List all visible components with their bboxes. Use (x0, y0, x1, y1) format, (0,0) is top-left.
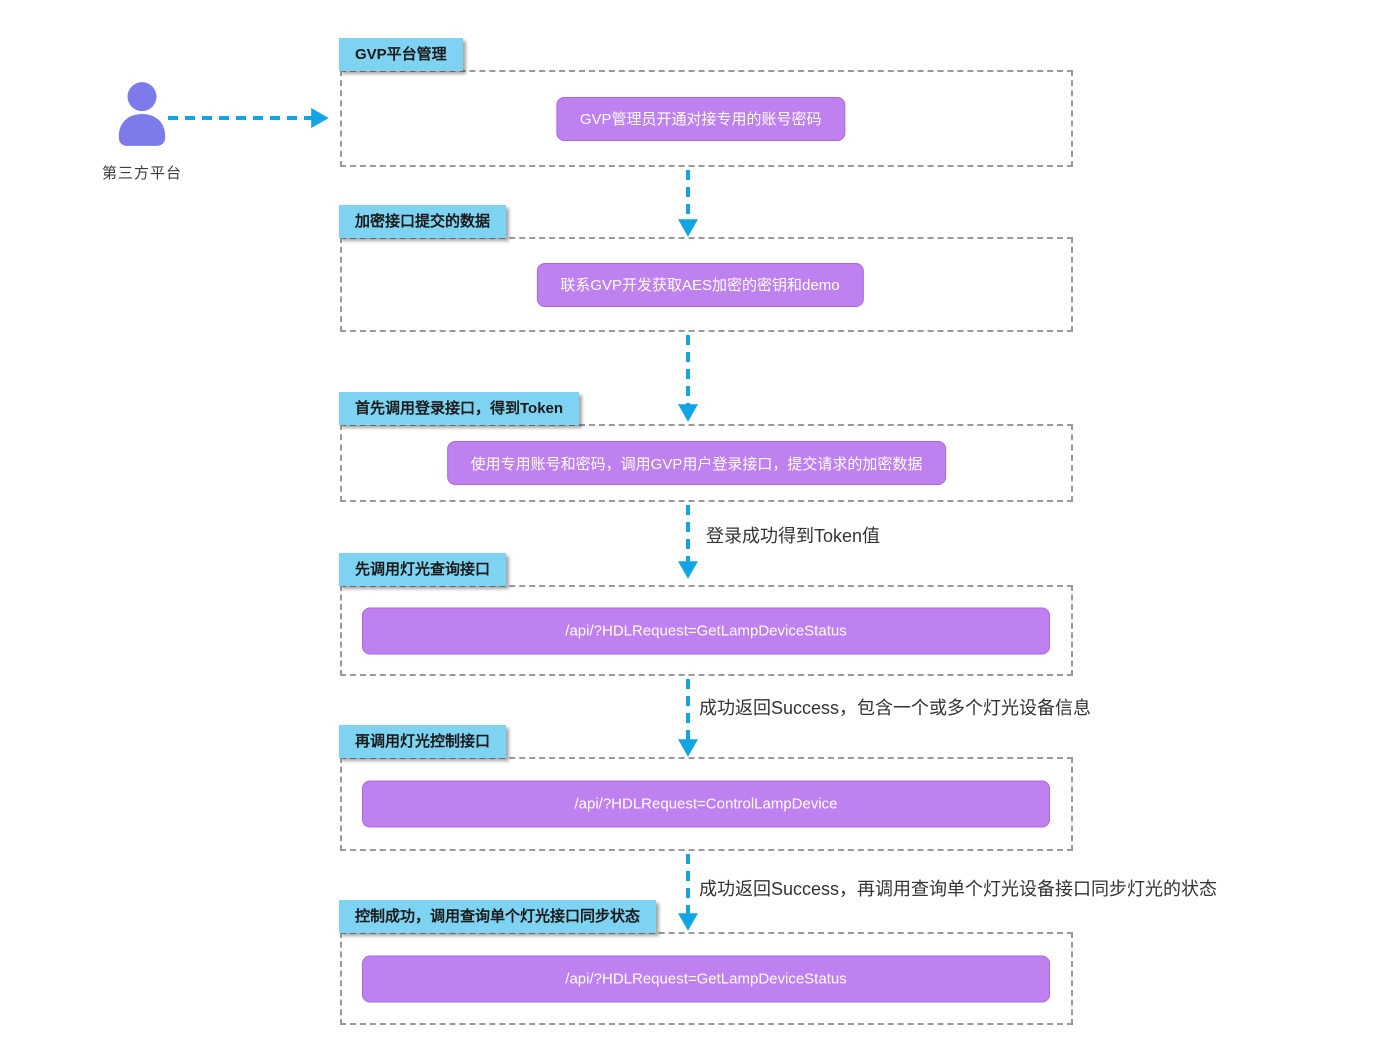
flow-node: /api/?HDLRequest=ControlLampDevice (362, 780, 1050, 828)
arrow-annotation-token: 登录成功得到Token值 (706, 526, 881, 546)
flow-node: 联系GVP开发获取AES加密的密钥和demo (536, 262, 864, 307)
section-header: 加密接口提交的数据 (339, 205, 507, 238)
section-header: 首先调用登录接口，得到Token (339, 392, 580, 425)
person-icon (118, 82, 166, 146)
actor-label: 第三方平台 (101, 165, 182, 182)
section-header: 再调用灯光控制接口 (339, 725, 507, 758)
arrow-annotation-success-sync: 成功返回Success，再调用查询单个灯光设备接口同步灯光的状态 (699, 879, 1218, 899)
flow-node: GVP管理员开通对接专用的账号密码 (555, 96, 846, 141)
section-header: 控制成功，调用查询单个灯光接口同步状态 (339, 900, 657, 933)
flow-node: 使用专用账号和密码，调用GVP用户登录接口，提交请求的加密数据 (446, 441, 947, 485)
section-login-token: 首先调用登录接口，得到Token 使用专用账号和密码，调用GVP用户登录接口，提… (339, 392, 1073, 502)
section-query-lamp: 先调用灯光查询接口 /api/?HDLRequest=GetLampDevice… (339, 553, 1073, 676)
section-encrypt-data: 加密接口提交的数据 联系GVP开发获取AES加密的密钥和demo (339, 205, 1073, 332)
section-header: GVP平台管理 (339, 38, 463, 71)
section-control-lamp: 再调用灯光控制接口 /api/?HDLRequest=ControlLampDe… (339, 725, 1073, 851)
arrow-annotation-success-devices: 成功返回Success，包含一个或多个灯光设备信息 (699, 698, 1092, 718)
flow-node: /api/?HDLRequest=GetLampDeviceStatus (362, 607, 1050, 654)
section-gvp-platform: GVP平台管理 GVP管理员开通对接专用的账号密码 (339, 38, 1073, 167)
section-sync-status: 控制成功，调用查询单个灯光接口同步状态 /api/?HDLRequest=Get… (339, 900, 1073, 1025)
section-header: 先调用灯光查询接口 (339, 553, 507, 586)
third-party-actor: 第三方平台 (62, 82, 222, 183)
flow-node: /api/?HDLRequest=GetLampDeviceStatus (362, 955, 1050, 1002)
